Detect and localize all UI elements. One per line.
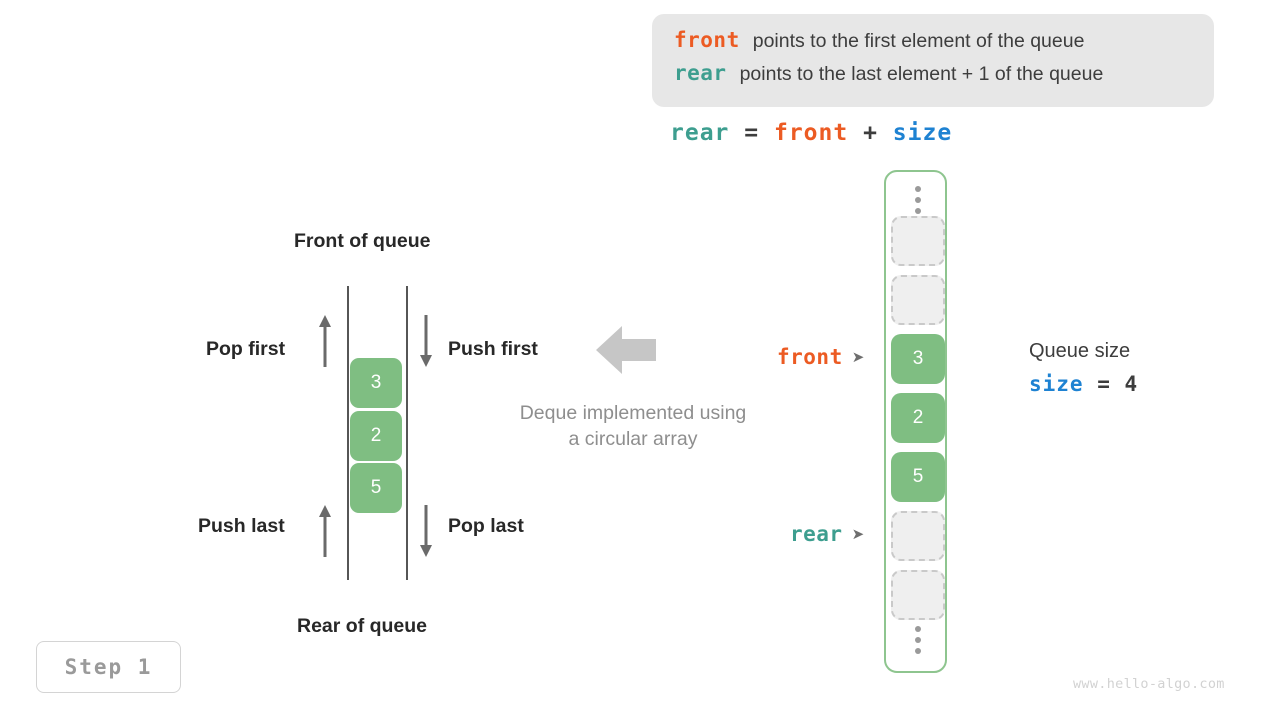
formula-plus: + (863, 120, 878, 146)
legend-line-front: front points to the first element of the… (674, 28, 1194, 61)
queue-size-expression: size = 4 (1029, 372, 1138, 396)
array-slot (891, 216, 945, 266)
step-badge: Step 1 (36, 641, 181, 693)
pointer-rear-label: rear (790, 522, 843, 546)
formula-rhs-front: front (773, 120, 849, 146)
queue-size-equals: = (1097, 372, 1111, 396)
legend-text-front: points to the first element of the queue (752, 30, 1085, 52)
arrow-up-push-last-icon (318, 505, 332, 557)
pointer-front-label: front (777, 345, 843, 369)
arrow-left-mapping-icon (596, 326, 656, 374)
arrow-up-pop-first-icon (318, 315, 332, 367)
formula-equals: = (744, 120, 760, 146)
label-pop-last: Pop last (448, 515, 524, 537)
array-slot: 3 (891, 334, 945, 384)
pointer-front: front ➤ (777, 345, 865, 369)
legend-keyword-rear: rear (674, 61, 727, 85)
rear-of-queue-label: Rear of queue (297, 615, 428, 637)
array-slot: 2 (891, 393, 945, 443)
formula-rhs-size: size (892, 120, 953, 146)
queue-size-var: size (1029, 372, 1084, 396)
deque-cell: 5 (350, 463, 402, 513)
array-slot (891, 275, 945, 325)
array-slot (891, 511, 945, 561)
legend-keyword-front: front (674, 28, 740, 52)
queue-size-readout: Queue size size = 4 (1029, 340, 1138, 396)
deque-rail-left (347, 286, 349, 580)
legend-text-rear: points to the last element + 1 of the qu… (739, 63, 1104, 85)
array-slot: 5 (891, 452, 945, 502)
ellipsis-top-icon (886, 186, 949, 214)
legend-line-rear: rear points to the last element + 1 of t… (674, 61, 1194, 94)
array-slot (891, 570, 945, 620)
formula-lhs: rear (670, 120, 730, 146)
front-of-queue-label: Front of queue (294, 230, 431, 252)
queue-size-title: Queue size (1029, 340, 1131, 362)
diagram-caption-line1: Deque implemented using (519, 402, 747, 424)
ellipsis-bottom-icon (886, 626, 949, 654)
legend-box: front points to the first element of the… (652, 14, 1214, 107)
deque-cell: 2 (350, 411, 402, 461)
pointer-rear-arrow-icon: ➤ (851, 524, 865, 543)
label-pop-first: Pop first (206, 338, 286, 360)
circular-array-container: 3 2 5 (884, 170, 947, 673)
label-push-first: Push first (448, 338, 538, 360)
pointer-front-arrow-icon: ➤ (851, 347, 865, 366)
label-push-last: Push last (198, 515, 285, 537)
queue-size-value: 4 (1124, 372, 1139, 396)
arrow-down-pop-last-icon (419, 505, 433, 557)
formula-rear-equals-front-plus-size: rear = front + size (670, 120, 952, 146)
arrow-down-push-first-icon (419, 315, 433, 367)
watermark: www.hello-algo.com (1073, 676, 1225, 692)
deque-cell: 3 (350, 358, 402, 408)
diagram-caption: Deque implemented using a circular array (493, 400, 773, 452)
pointer-rear: rear ➤ (790, 522, 865, 546)
diagram-caption-line2: a circular array (568, 428, 698, 450)
deque-rail-right (406, 286, 408, 580)
